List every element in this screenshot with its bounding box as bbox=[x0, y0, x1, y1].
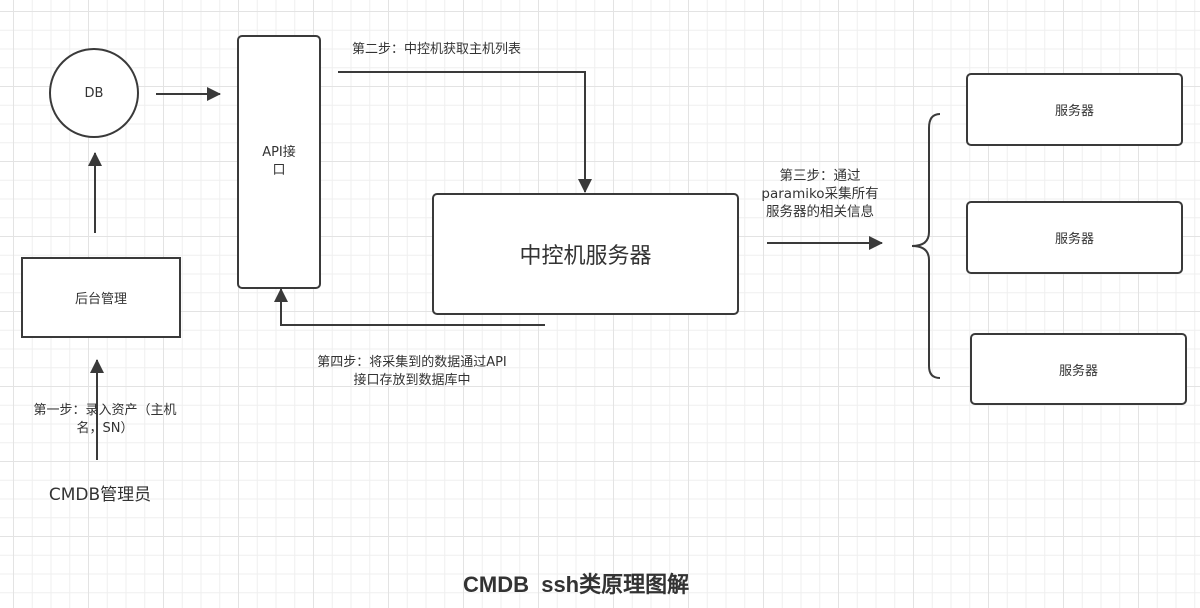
backend-label: 后台管理 bbox=[74, 292, 127, 307]
api-label: API接 口 bbox=[262, 145, 296, 178]
server-label: 服务器 bbox=[1054, 232, 1094, 247]
server-node-2[interactable]: 服务器 bbox=[966, 201, 1183, 274]
db-node[interactable]: DB bbox=[49, 48, 139, 138]
arrow-central-to-api bbox=[274, 288, 545, 326]
api-node[interactable]: API接 口 bbox=[237, 35, 321, 289]
arrow-api-to-central bbox=[338, 71, 592, 193]
step1-label: 第一步：录入资产（主机 名，SN） bbox=[33, 403, 177, 436]
curly-brace bbox=[911, 113, 941, 379]
step2-label: 第二步：中控机获取主机列表 bbox=[352, 42, 522, 57]
central-server-label: 中控机服务器 bbox=[519, 244, 652, 269]
diagram-title: CMDB ssh类原理图解 bbox=[463, 572, 690, 597]
admin-label: CMDB管理员 bbox=[48, 485, 152, 505]
step3-label: 第三步：通过 paramiko采集所有 服务器的相关信息 bbox=[761, 168, 879, 220]
central-server-node[interactable]: 中控机服务器 bbox=[432, 193, 739, 315]
server-label: 服务器 bbox=[1058, 363, 1098, 379]
backend-node[interactable]: 后台管理 bbox=[21, 257, 181, 338]
server-node-1[interactable]: 服务器 bbox=[966, 73, 1183, 146]
server-node-3[interactable]: 服务器 bbox=[970, 333, 1187, 405]
step4-label: 第四步：将采集到的数据通过API 接口存放到数据库中 bbox=[317, 355, 507, 388]
server-label: 服务器 bbox=[1054, 104, 1094, 119]
db-label: DB bbox=[84, 85, 104, 101]
